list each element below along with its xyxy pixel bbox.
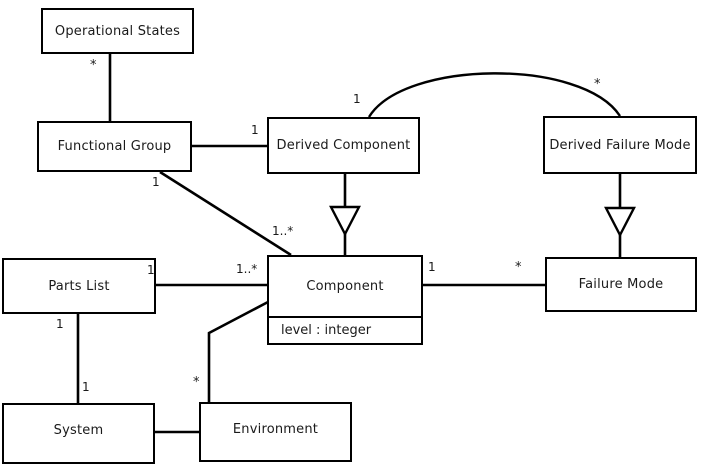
class-name-functional-group: Functional Group — [57, 139, 172, 154]
multiplicity-parts-list-to-system-target: 1 — [82, 380, 90, 394]
generalization-triangle-icon-component — [329, 205, 361, 237]
multiplicity-component-to-failure-mode-target: * — [515, 260, 522, 275]
class-box-parts-list[interactable]: Parts List — [2, 258, 156, 314]
class-box-environment[interactable]: Environment — [199, 402, 352, 462]
multiplicity-derived-component-arc-source: 1 — [353, 92, 361, 106]
class-name-parts-list: Parts List — [48, 278, 110, 294]
class-name-component: Component — [306, 279, 384, 294]
class-name-environment: Environment — [232, 421, 319, 437]
multiplicity-derived-failure-mode-arc-target: * — [594, 77, 601, 92]
class-box-functional-group[interactable]: Functional Group — [37, 121, 192, 172]
class-box-component[interactable]: Component level : integer — [267, 255, 423, 345]
multiplicity-functional-group-to-component-source: 1 — [152, 175, 160, 189]
multiplicity-parts-list-to-component-source: 1 — [147, 263, 155, 277]
multiplicity-op-states-functional-group: * — [90, 58, 97, 73]
class-attribute-component-level: level : integer — [269, 316, 421, 343]
class-box-derived-failure-mode[interactable]: Derived Failure Mode — [543, 116, 697, 174]
connector-derived-component-derived-failure-mode — [367, 72, 622, 118]
class-name-system: System — [53, 423, 104, 438]
class-box-derived-component[interactable]: Derived Component — [267, 117, 420, 174]
multiplicity-parts-list-to-component-target: 1..* — [236, 262, 258, 276]
class-name-derived-failure-mode: Derived Failure Mode — [549, 137, 691, 153]
multiplicity-functional-group-to-component-target: 1..* — [272, 224, 294, 238]
connector-environment-component — [207, 300, 269, 402]
class-box-failure-mode[interactable]: Failure Mode — [545, 257, 697, 312]
connector-functional-group-component — [159, 170, 292, 257]
class-box-system[interactable]: System — [2, 403, 155, 464]
multiplicity-parts-list-to-system-source: 1 — [56, 317, 64, 331]
class-name-operational-states: Operational States — [54, 23, 181, 39]
class-box-operational-states[interactable]: Operational States — [41, 8, 194, 54]
generalization-triangle-icon-failure-mode — [604, 206, 636, 238]
multiplicity-environment-to-component: * — [193, 375, 200, 390]
multiplicity-component-to-failure-mode-source: 1 — [428, 260, 436, 274]
multiplicity-functional-group-to-derived-component: 1 — [251, 123, 259, 137]
class-name-failure-mode: Failure Mode — [578, 277, 664, 292]
class-name-derived-component: Derived Component — [276, 138, 411, 153]
